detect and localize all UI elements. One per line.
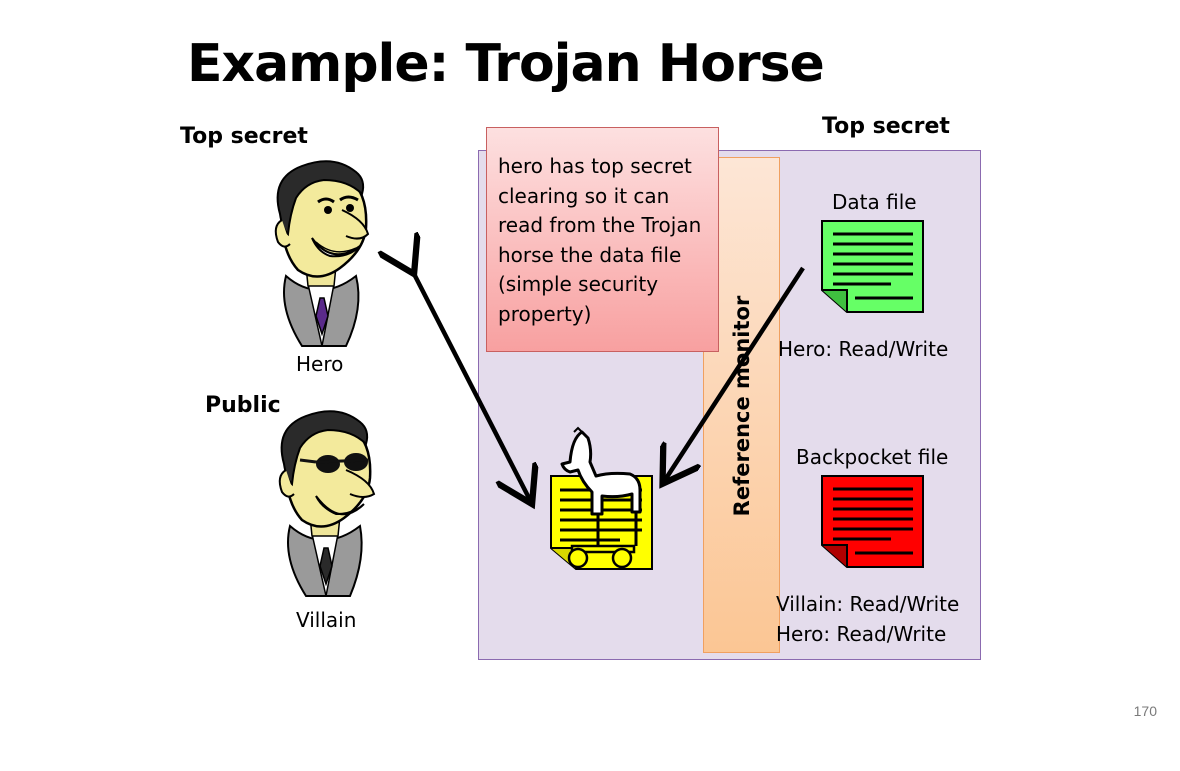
villain-icon: [278, 410, 376, 597]
public-label: Public: [205, 393, 281, 418]
hero-label: Hero: [296, 352, 344, 376]
note-line: clearing so it can: [498, 183, 670, 208]
villain-label: Villain: [296, 608, 357, 632]
backpocket-permission-hero: Hero: Read/Write: [776, 622, 947, 646]
data-file-label: Data file: [832, 190, 917, 214]
data-file-icon: [821, 220, 924, 313]
page-number: 170: [1133, 703, 1157, 719]
hero-icon: [274, 160, 370, 347]
backpocket-permission-villain: Villain: Read/Write: [776, 592, 960, 616]
top-secret-label-left: Top secret: [180, 124, 308, 149]
backpocket-file-icon: [821, 475, 924, 568]
datafile-trojan-arrow: [665, 266, 805, 480]
data-file-permission: Hero: Read/Write: [778, 337, 949, 361]
hero-trojan-arrow: [412, 270, 530, 500]
slide-title: Example: Trojan Horse: [187, 34, 825, 94]
trojan-horse-icon: [550, 426, 653, 570]
note-line: hero has top secret: [498, 154, 692, 178]
top-secret-label-zone: Top secret: [822, 114, 950, 139]
backpocket-file-label: Backpocket file: [796, 445, 949, 469]
